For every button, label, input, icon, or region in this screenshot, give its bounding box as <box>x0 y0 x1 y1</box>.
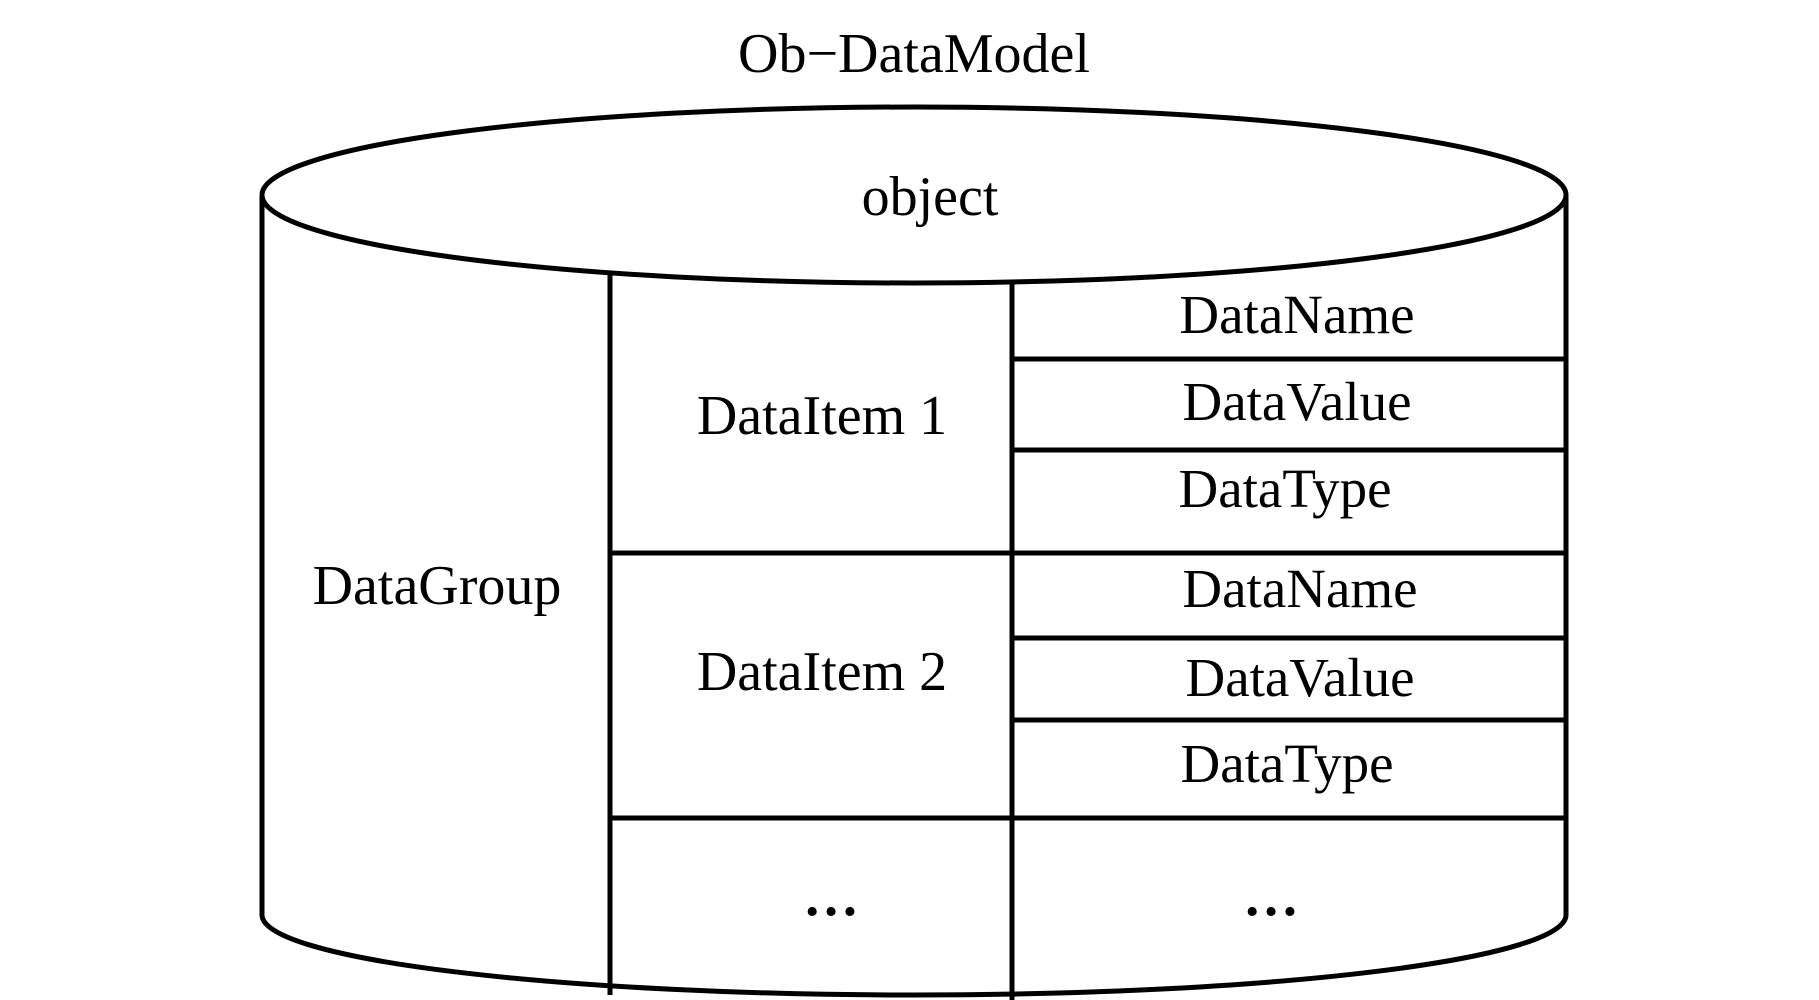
item2-field-dataname: DataName <box>1182 558 1417 619</box>
object-label: object <box>862 166 999 228</box>
dataitem-1-label: DataItem 1 <box>697 385 947 447</box>
item1-field-datavalue: DataValue <box>1182 371 1411 432</box>
item1-field-datatype: DataType <box>1179 458 1392 519</box>
item2-field-datatype: DataType <box>1181 733 1394 794</box>
dataitem-2-label: DataItem 2 <box>697 641 947 703</box>
diagram-title: Ob−DataModel <box>738 23 1090 85</box>
more-fields-ellipsis: … <box>1243 866 1303 928</box>
item2-field-datavalue: DataValue <box>1185 647 1414 708</box>
datagroup-label: DataGroup <box>313 555 562 617</box>
more-items-ellipsis: … <box>803 866 863 928</box>
item1-field-dataname: DataName <box>1179 284 1414 345</box>
cylinder-bottom-arc <box>259 914 1569 998</box>
cylinder-top-ellipse <box>259 104 1569 286</box>
